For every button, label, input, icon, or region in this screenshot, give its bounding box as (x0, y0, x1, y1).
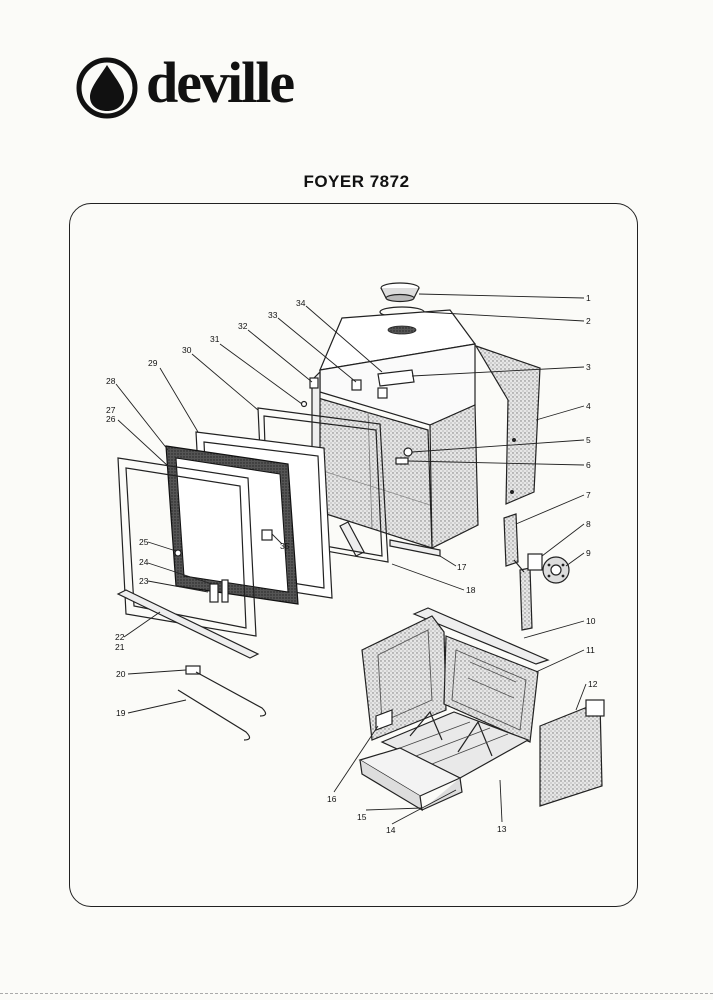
clip-32 (309, 377, 319, 389)
callout-12: 12 (588, 679, 598, 689)
callout-15: 15 (357, 812, 367, 822)
callout-8: 8 (586, 519, 591, 529)
callout-9: 9 (586, 548, 591, 558)
callout-34: 34 (296, 298, 306, 308)
callout-23: 23 (139, 576, 149, 586)
callout-30: 30 (182, 345, 192, 355)
callout-4: 4 (586, 401, 591, 411)
right-panel (539, 699, 605, 807)
baffle-plate (351, 369, 415, 399)
brand-name: deville (146, 50, 295, 115)
bottom-rail (116, 589, 260, 659)
callout-16: 16 (327, 794, 337, 804)
control-bracket (527, 553, 543, 571)
callout-10: 10 (586, 616, 596, 626)
control-knob (542, 556, 570, 584)
callout-17: 17 (457, 562, 467, 572)
firebox-body (311, 309, 479, 549)
callout-24: 24 (139, 557, 149, 567)
document-title: FOYER 7872 (303, 172, 410, 191)
firebrick-liner (361, 615, 539, 743)
callout-1: 1 (586, 293, 591, 303)
callout-14: 14 (386, 825, 396, 835)
grate (380, 710, 530, 779)
callout-6: 6 (586, 460, 591, 470)
deflector-17 (339, 521, 365, 557)
ash-pan (358, 747, 463, 812)
callout-labels: 1 2 3 4 5 6 7 8 9 10 11 12 13 14 15 16 1… (106, 293, 598, 835)
hinge (261, 529, 273, 541)
callout-19: 19 (116, 708, 126, 718)
diagram-frame (69, 203, 638, 907)
door-latch (209, 583, 219, 603)
callout-3: 3 (586, 362, 591, 372)
front-lip (375, 709, 393, 731)
outer-door-frame (117, 457, 257, 637)
callout-13: 13 (497, 824, 507, 834)
fitting-5 (403, 447, 413, 457)
screw-31 (300, 400, 308, 408)
leader-lines (115, 293, 587, 825)
callout-11: 11 (586, 645, 595, 655)
callout-27: 27 (106, 405, 116, 415)
callout-35: 35 (280, 541, 290, 551)
callout-31: 31 (210, 334, 220, 344)
callout-33: 33 (268, 310, 278, 320)
latch-pin (221, 579, 229, 603)
fitting-6 (395, 457, 409, 465)
scan-edge-bottom (0, 993, 713, 994)
deville-logo: deville (76, 50, 316, 125)
callout-26: 26 (106, 414, 116, 424)
poker-tool (177, 665, 267, 741)
callout-7: 7 (586, 490, 591, 500)
callout-18: 18 (466, 585, 476, 595)
callout-2: 2 (586, 316, 591, 326)
callout-22: 22 (115, 632, 125, 642)
callout-21: 21 (115, 642, 125, 652)
callout-32: 32 (238, 321, 248, 331)
damper-bracket (503, 513, 533, 631)
deville-emblem-icon (76, 57, 138, 119)
flue-collar (380, 282, 420, 303)
callout-5: 5 (586, 435, 591, 445)
callout-25: 25 (139, 537, 149, 547)
callout-20: 20 (116, 669, 126, 679)
latch-nut (174, 549, 182, 557)
callout-28: 28 (106, 376, 116, 386)
door-gasket (165, 445, 299, 605)
side-panel (474, 344, 541, 505)
top-rail (412, 607, 550, 665)
callout-29: 29 (148, 358, 158, 368)
